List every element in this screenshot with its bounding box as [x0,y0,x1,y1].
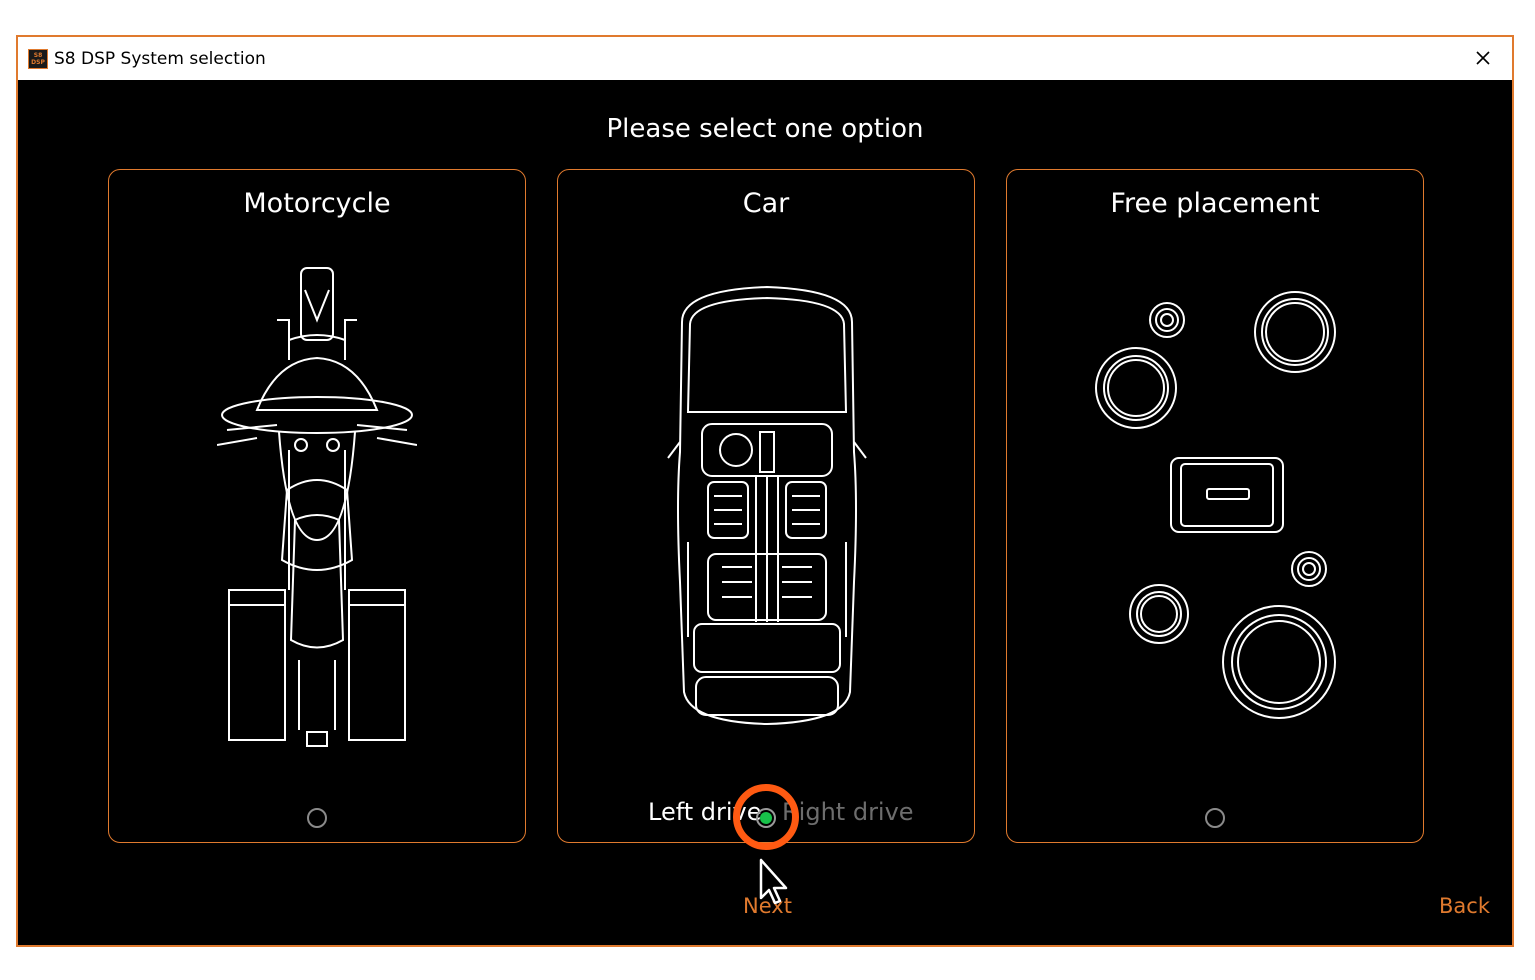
radio-car[interactable] [756,808,776,828]
main-content: Please select one option Motorcycle [18,80,1512,945]
right-drive-option[interactable]: Right drive [782,798,914,826]
option-card-car[interactable]: Car Left drive Right drive [557,169,975,843]
title-bar: S8 DSP S8 DSP System selection [18,37,1512,80]
mouse-pointer-icon [759,858,788,904]
next-button[interactable]: Next [743,894,792,918]
window-title: S8 DSP System selection [54,48,266,69]
motorcycle-icon [217,267,417,747]
option-title-motorcycle: Motorcycle [243,188,391,219]
app-logo-text-top: S8 [33,51,43,59]
option-title-car: Car [742,188,790,219]
page-heading: Please select one option [606,114,924,144]
radio-motorcycle[interactable] [307,808,327,828]
app-logo-text-bottom: DSP [31,58,45,66]
option-title-free-placement: Free placement [1110,188,1320,219]
radio-free-placement[interactable] [1205,808,1225,828]
back-button[interactable]: Back [1439,894,1490,918]
close-icon [1476,51,1490,65]
option-card-motorcycle[interactable]: Motorcycle [108,169,526,843]
app-logo-icon: S8 DSP [28,48,48,69]
left-drive-option[interactable]: Left drive [648,798,762,826]
close-button[interactable] [1468,43,1498,73]
option-card-free-placement[interactable]: Free placement [1006,169,1424,843]
system-selection-window: S8 DSP S8 DSP System selection Please se… [16,35,1514,947]
car-icon [667,285,867,726]
speakers-icon [1095,291,1336,719]
